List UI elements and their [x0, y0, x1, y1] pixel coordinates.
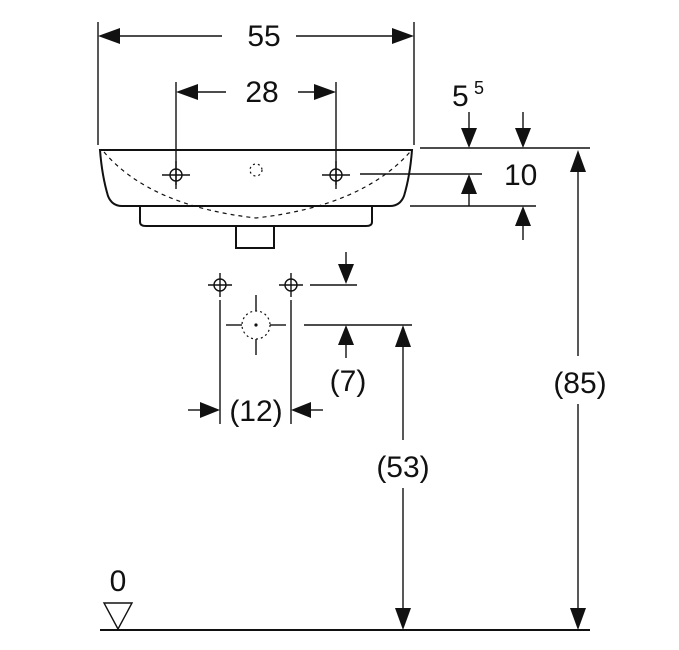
arrow-up-icon	[395, 325, 411, 347]
drain-height-label: (53)	[376, 451, 429, 484]
arrow-up-icon	[570, 150, 586, 172]
arrow-down-icon	[461, 128, 477, 148]
tap-spacing-label: 28	[245, 76, 278, 109]
width-label: 55	[247, 20, 280, 53]
arrow-right-icon	[314, 84, 336, 100]
supply-connections	[208, 252, 357, 297]
arrow-up-icon	[515, 206, 531, 226]
rim-offset-label: 5	[452, 80, 469, 113]
tap-spacing-dimension: 28	[175, 76, 337, 185]
supply-spacing-dimension: (12)	[188, 300, 323, 428]
arrow-down-icon	[395, 608, 411, 630]
floor-reference: 0	[100, 565, 590, 631]
arrow-up-icon	[338, 325, 354, 345]
level-marker-icon	[102, 602, 134, 631]
arrow-down-icon	[515, 128, 531, 148]
supply-point-left	[208, 273, 232, 297]
drain-height-dimension: (53)	[376, 325, 430, 630]
rim-offset-superscript: 5	[474, 78, 484, 98]
arrow-right-icon	[392, 28, 414, 44]
overall-height-label: (85)	[553, 367, 606, 400]
width-dimension: 55	[97, 20, 415, 145]
drain-connection	[226, 295, 412, 355]
supply-point-right	[279, 273, 303, 297]
basin-height-label: 10	[504, 159, 537, 192]
overall-height-dimension: (85)	[553, 150, 607, 630]
arrow-up-icon	[461, 174, 477, 194]
tap-hole-right	[322, 161, 350, 189]
tap-hole-left	[162, 161, 190, 189]
overflow-hole	[249, 163, 263, 177]
arrow-left-icon	[176, 84, 198, 100]
drain-offset-label: (7)	[330, 365, 367, 398]
washbasin-body	[98, 149, 414, 249]
arrow-left-icon	[98, 28, 120, 44]
arrow-right-icon	[200, 402, 220, 418]
arrow-left-icon	[291, 402, 311, 418]
drain-offset-dimension: (7)	[330, 325, 367, 398]
arrow-down-icon	[570, 608, 586, 630]
arrow-down-icon	[338, 264, 354, 284]
supply-spacing-label: (12)	[229, 395, 282, 428]
rim-dimension: 5 5 10	[360, 78, 590, 240]
floor-level-label: 0	[110, 565, 127, 598]
bowl-outline	[103, 151, 411, 219]
